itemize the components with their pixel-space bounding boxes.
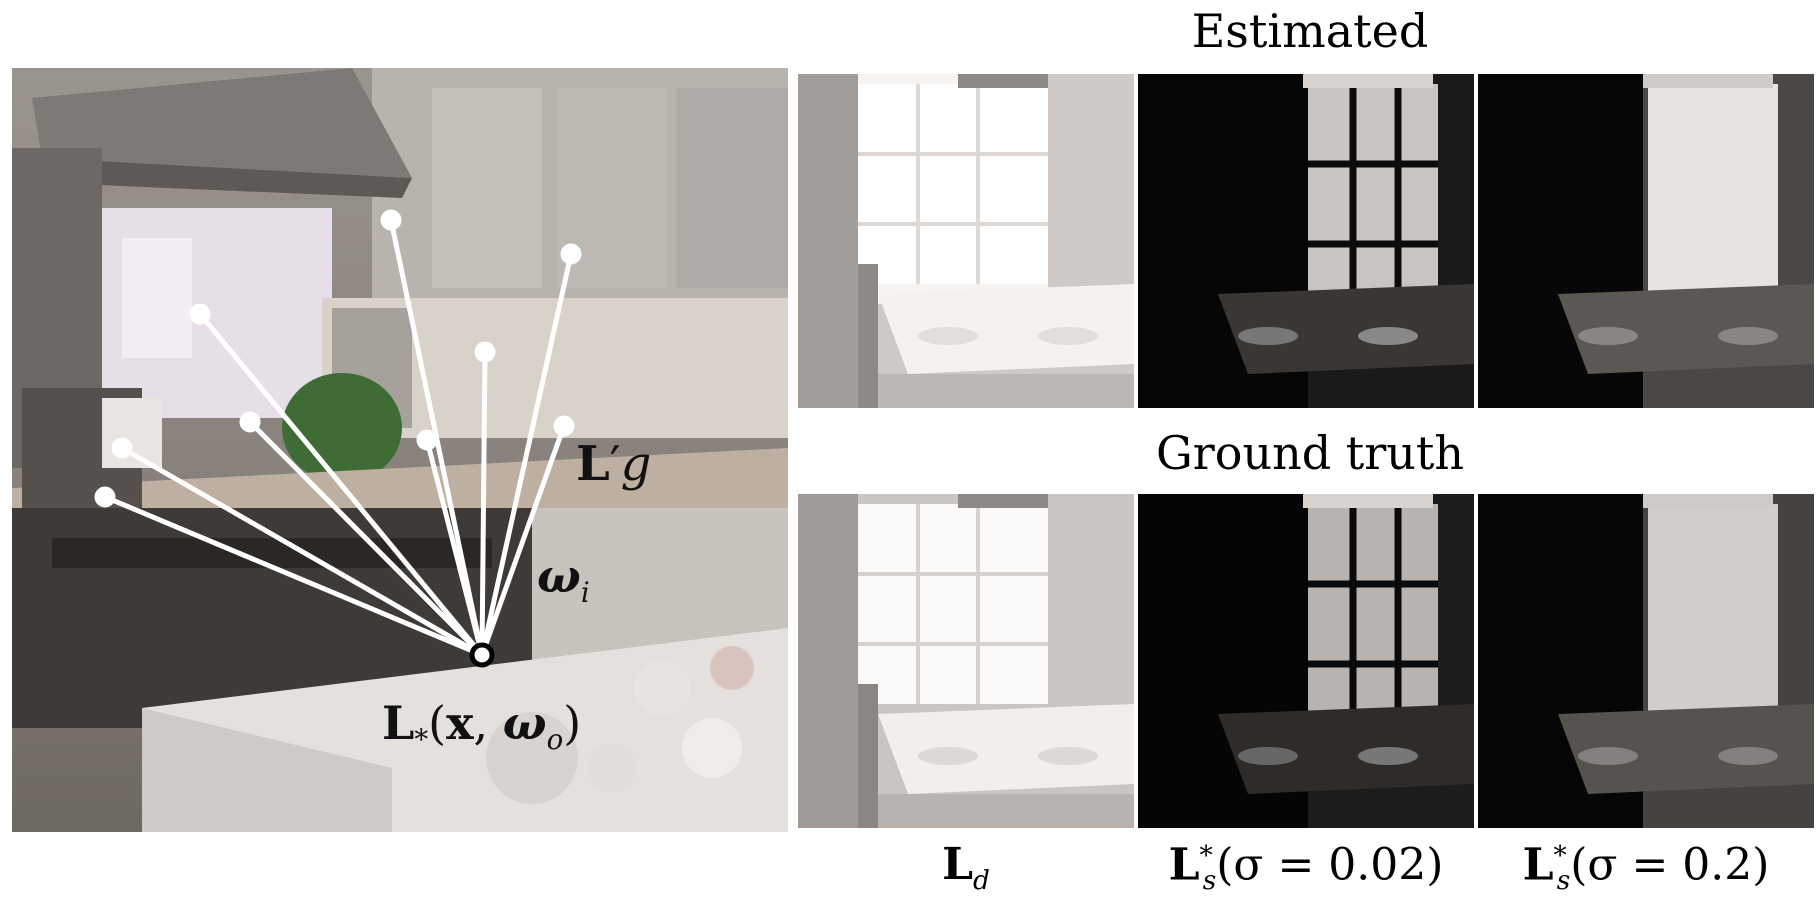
row-title-estimated: Estimated <box>1191 4 1429 58</box>
dining-scene-diffuse-image <box>798 74 1134 408</box>
dining-scene-specular-sharp-image <box>1138 494 1474 828</box>
col-label-rest: (σ = 0.2) <box>1570 839 1770 891</box>
col-label-main: L <box>1522 839 1554 891</box>
col-label-sub: s <box>1556 865 1571 897</box>
label-Lstar-L: L <box>382 696 415 750</box>
label-L-star-x-omega-o: L*(x, ωo) <box>382 700 581 754</box>
label-Lstar-omega-sub: o <box>546 723 564 757</box>
col-label-main: L <box>1168 839 1200 891</box>
col-label-rest: (σ = 0.02) <box>1216 839 1444 891</box>
dining-scene-specular-rough-image <box>1478 494 1814 828</box>
label-Lstar-comma: , <box>473 696 503 750</box>
dining-scene-diffuse-image <box>798 494 1134 828</box>
row-title-ground-truth: Ground truth <box>1156 426 1464 480</box>
estimated-specular-rough-panel <box>1478 74 1814 408</box>
label-L-prime-g: L′g <box>576 440 651 488</box>
ground-truth-specular-sharp-panel <box>1138 494 1474 828</box>
label-Lg-L: L <box>576 436 610 492</box>
label-Lstar-open: ( <box>428 696 447 750</box>
ground-truth-diffuse-panel <box>798 494 1134 828</box>
label-Lstar-close: ) <box>563 696 582 750</box>
label-omega-i-sub: i <box>580 576 590 610</box>
col-label-sup: * <box>1553 840 1567 871</box>
label-omega-i: ωi <box>537 553 590 607</box>
column-label-specular-sigma-0.2: L*s(σ = 0.2) <box>1478 839 1814 897</box>
label-Lstar-sub: * <box>414 723 429 757</box>
estimated-diffuse-panel <box>798 74 1134 408</box>
column-label-specular-sigma-0.02: L*s(σ = 0.02) <box>1134 839 1478 897</box>
dining-scene-specular-rough-image <box>1478 74 1814 408</box>
estimated-specular-sharp-panel <box>1138 74 1474 408</box>
col-label-main: L <box>942 839 974 890</box>
ground-truth-specular-rough-panel <box>1478 494 1814 828</box>
dining-scene-specular-sharp-image <box>1138 74 1474 408</box>
label-Lg-prime: ′ <box>609 436 621 492</box>
col-label-sup: * <box>1199 840 1213 871</box>
label-Lstar-omega: ω <box>502 696 547 750</box>
label-omega-i-omega: ω <box>537 549 581 603</box>
label-Lstar-x: x <box>446 696 474 750</box>
col-label-sub: s <box>1202 865 1217 897</box>
column-label-diffuse: Ld <box>798 843 1134 894</box>
col-label-sub: d <box>973 864 990 896</box>
label-Lg-g: g <box>620 436 652 492</box>
